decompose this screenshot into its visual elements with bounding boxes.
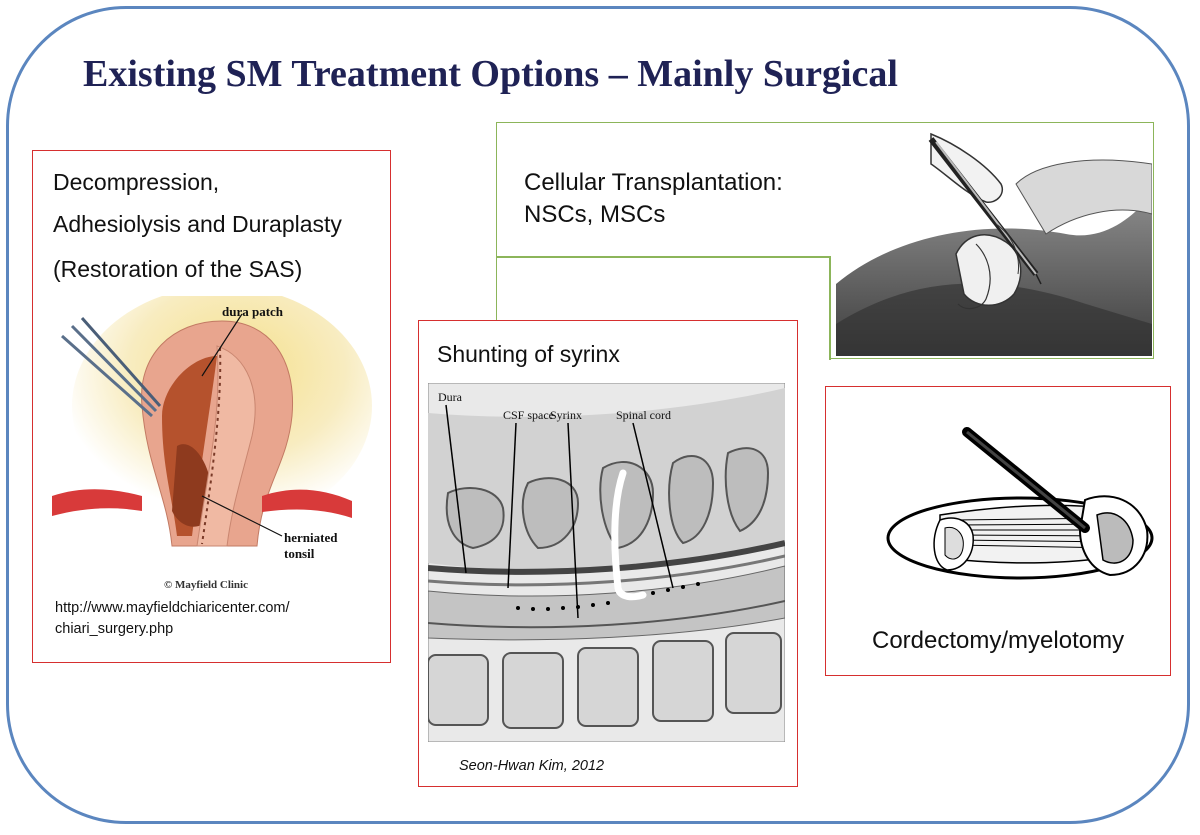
spinal-cord-label: Spinal cord — [616, 408, 671, 422]
decompression-line2: Adhesiolysis and Duraplasty — [53, 211, 342, 237]
herniated-label: herniated — [284, 530, 338, 545]
decompression-line3: (Restoration of the SAS) — [53, 256, 303, 282]
transplantation-line1: Cellular Transplantation: — [524, 169, 783, 196]
shunting-title: Shunting of syrinx — [437, 341, 620, 367]
syrinx-shunt-illustration: Dura CSF space Syrinx Spinal cord — [428, 383, 785, 742]
source-url-line2: chiari_surgery.php — [55, 621, 174, 637]
dura-label: Dura — [438, 390, 463, 404]
cordectomy-caption: Cordectomy/myelotomy — [872, 627, 1125, 654]
slide-title: Existing SM Treatment Options – Mainly S… — [83, 53, 898, 95]
cordectomy-illustration — [886, 427, 1154, 580]
source-url-line1: http://www.mayfieldchiaricenter.com/ — [55, 600, 290, 616]
injection-illustration — [836, 124, 1152, 356]
decompression-line1: Decompression, — [53, 169, 220, 195]
csf-space-label: CSF space — [503, 408, 554, 422]
shunting-citation: Seon-Hwan Kim, 2012 — [459, 758, 605, 774]
tonsil-label: tonsil — [284, 546, 315, 561]
syrinx-label: Syrinx — [550, 408, 582, 422]
mayfield-watermark: © Mayfield Clinic — [164, 579, 248, 591]
chiari-surgery-illustration: dura patch herniated tonsil © Mayfield C… — [52, 296, 372, 591]
dura-patch-label: dura patch — [222, 304, 284, 319]
transplantation-line2: NSCs, MSCs — [524, 201, 666, 228]
